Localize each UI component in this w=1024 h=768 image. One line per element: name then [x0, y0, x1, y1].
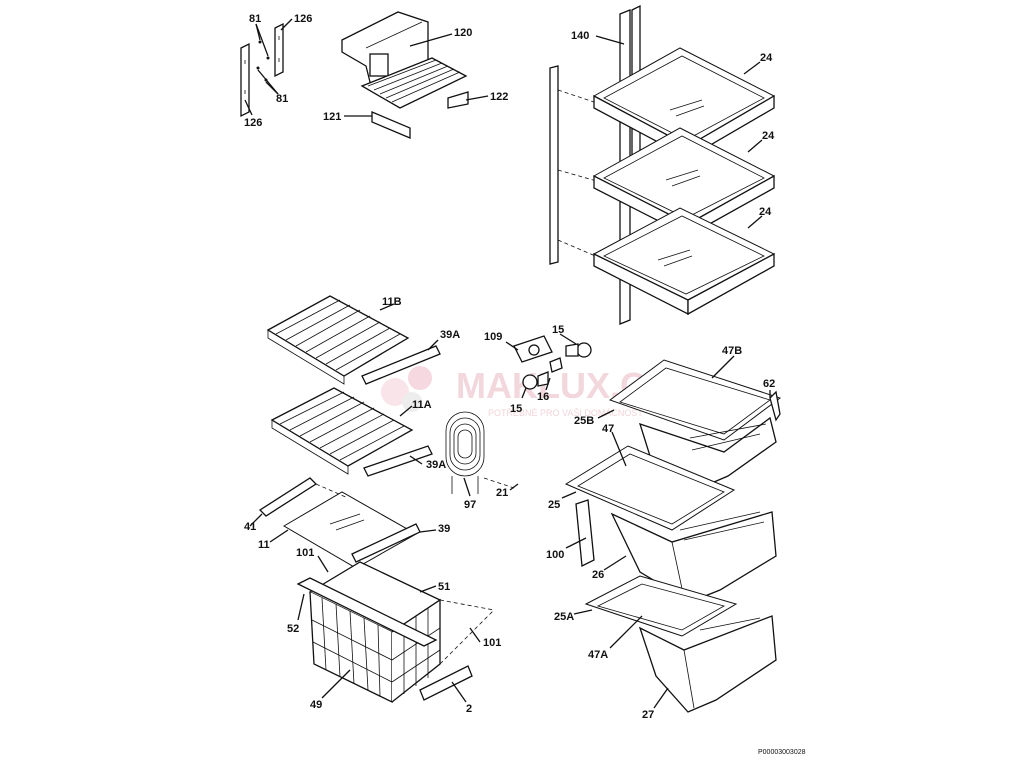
part-label-25A: 25A	[554, 611, 574, 623]
part-label-11: 11	[258, 539, 270, 551]
part-label-97: 97	[464, 499, 476, 511]
part-label-41: 41	[244, 521, 256, 533]
door-shelves-assembly	[549, 4, 776, 325]
part-label-26: 26	[592, 569, 604, 581]
part-label-27: 27	[642, 709, 654, 721]
part-label-47A: 47A	[588, 649, 608, 661]
bracket-assembly	[240, 18, 293, 118]
part-label-39A: 39A	[426, 459, 446, 471]
part-label-39A: 39A	[440, 329, 460, 341]
part-label-15: 15	[510, 403, 522, 415]
part-label-120: 120	[454, 27, 472, 39]
wire-shelf-11b-grid	[275, 299, 401, 371]
freezer-lower-assembly	[249, 477, 495, 704]
part-label-39: 39	[438, 523, 450, 535]
part-label-25B: 25B	[574, 415, 594, 427]
part-label-81: 81	[249, 13, 261, 25]
part-label-81: 81	[276, 93, 288, 105]
watermark-logo	[381, 366, 432, 412]
wire-shelf-11a-grid	[279, 391, 405, 461]
part-label-122: 122	[490, 91, 508, 103]
part-labels: 81 126 81 126 120 121 122 140 24 24 24 1…	[244, 13, 775, 721]
part-label-101: 101	[483, 637, 501, 649]
part-label-101: 101	[296, 547, 314, 559]
footer-code: P00003003028	[758, 749, 806, 756]
part-label-140: 140	[571, 30, 589, 42]
part-label-11A: 11A	[412, 399, 432, 411]
part-label-62: 62	[763, 378, 775, 390]
part-label-2: 2	[466, 703, 472, 715]
part-label-11B: 11B	[382, 296, 402, 308]
part-label-16: 16	[537, 391, 549, 403]
crisper-assembly	[561, 355, 782, 713]
part-label-21: 21	[496, 487, 508, 499]
basket-wires	[311, 597, 441, 697]
part-label-121: 121	[323, 111, 341, 123]
part-label-24: 24	[760, 52, 773, 64]
part-label-51: 51	[438, 581, 450, 593]
ice-tray-assembly	[341, 11, 489, 139]
part-label-100: 100	[546, 549, 564, 561]
part-label-24: 24	[762, 130, 775, 142]
part-label-47: 47	[602, 423, 614, 435]
part-label-25: 25	[548, 499, 560, 511]
part-label-109: 109	[484, 331, 502, 343]
part-label-126: 126	[244, 117, 262, 129]
watermark-subtitle: POTŘEBNÉ PRO VAŠI DOMÁCNOST	[488, 408, 643, 418]
part-label-24: 24	[759, 206, 772, 218]
part-label-49: 49	[310, 699, 322, 711]
heater-coil	[445, 411, 519, 497]
part-label-52: 52	[287, 623, 299, 635]
part-label-15: 15	[552, 324, 564, 336]
part-label-47B: 47B	[722, 345, 742, 357]
part-label-126: 126	[294, 13, 312, 25]
lamp-assembly	[505, 333, 592, 399]
tray-grid	[367, 59, 461, 103]
freezer-wire-shelves	[266, 295, 441, 477]
